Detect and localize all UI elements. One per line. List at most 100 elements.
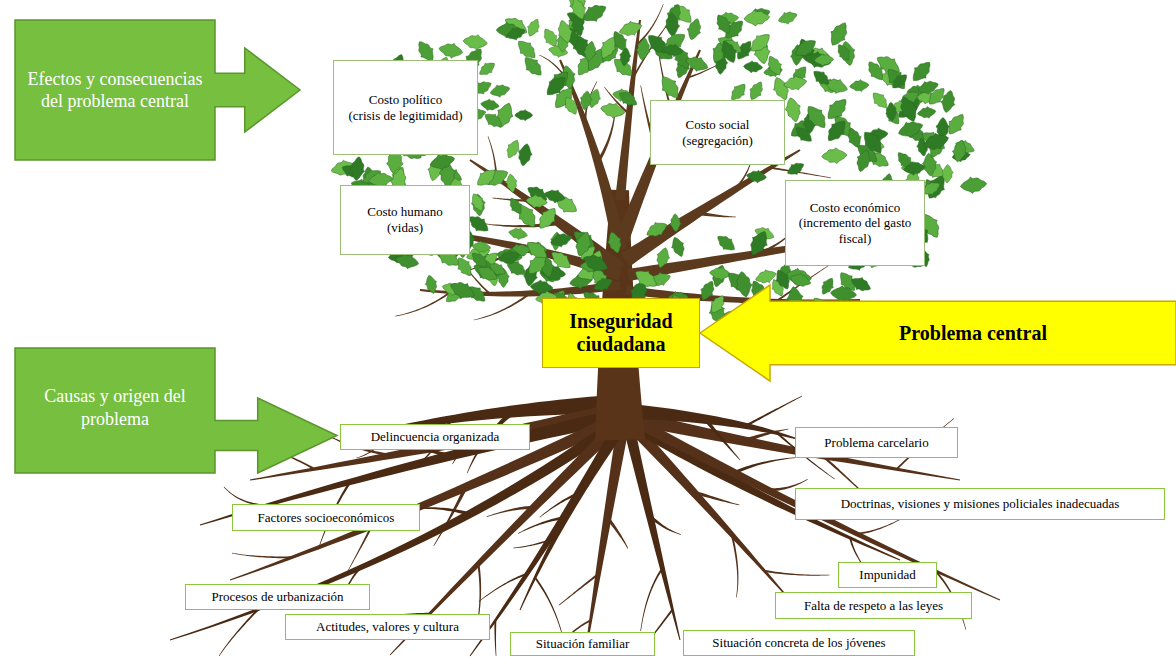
leaf [959,175,987,195]
leaf [497,248,521,266]
leaf [707,292,729,316]
leaf [523,237,551,264]
leaf [950,138,969,163]
leaf [349,156,367,181]
leaf [654,246,672,269]
arrow-outline [15,348,337,473]
cause-box: Procesos de urbanización [185,584,370,610]
leaf [547,247,574,273]
leaf [764,53,786,78]
node-text: Falta de respeto a las leyes [804,598,943,614]
leaf [745,228,772,259]
node-text: Procesos de urbanización [211,589,343,605]
leaf [791,35,819,61]
leaf [423,274,439,295]
leaf [783,74,808,93]
leaf [475,262,501,284]
leaf [505,173,519,193]
leaf [717,38,740,66]
leaf [714,231,739,254]
leaf [814,53,834,67]
leaf [618,47,632,67]
leaf [480,98,500,112]
node-text: (crisis de legitimidad) [348,108,462,124]
root [539,492,580,518]
root [479,573,527,602]
leaf [496,246,523,265]
leaf [823,116,851,146]
root [513,537,555,548]
node-text: Actitudes, valores y cultura [316,619,459,635]
callout-arrow: Problema central [700,285,1176,381]
node-text: Costo económico [810,200,901,216]
leaf [555,18,575,44]
central-problem-box: Inseguridad ciudadana [542,298,700,368]
node-text: Impunidad [859,567,915,583]
leaf [534,204,561,233]
leaf [822,94,851,124]
leaf [578,90,593,111]
callout-arrow: Efectos y consecuencias del problema cen… [15,20,300,160]
leaf [743,60,763,74]
leaf [482,110,506,132]
leaf [864,58,888,84]
leaf [925,84,949,109]
root [219,609,259,656]
leaf [810,67,833,89]
leaf [896,117,925,141]
node-text: Problema carcelario [824,435,928,451]
node-text: Situación concreta de los jóvenes [712,635,885,651]
leaf [524,17,543,39]
leaf [489,82,512,99]
callout-arrow: Causas y origen del problema [15,348,337,473]
leaf [508,226,529,241]
leaf [572,230,595,259]
leaf [882,65,910,94]
leaf [472,240,492,254]
leaf [685,17,705,42]
root [640,568,663,631]
leaf [506,195,525,217]
leaf [921,130,951,154]
leaf [635,37,652,61]
node-text: (incremento del gasto fiscal) [792,215,918,246]
cause-box: Actitudes, valores y cultura [285,614,490,640]
leaf [599,100,626,120]
leaf [834,41,854,63]
cause-box: Falta de respeto a las leyes [775,592,972,619]
leaf [447,277,477,303]
cause-box: Delincuencia organizada [340,424,530,450]
node-text: (segregación) [682,133,753,149]
root [494,620,496,656]
leaf [821,147,847,165]
leaf [520,53,547,80]
leaf [802,101,831,132]
root [856,518,903,535]
leaf [844,125,864,150]
effect-box: Costo económico(incremento del gasto fis… [785,180,925,266]
leaf [783,96,804,123]
leaf [516,142,534,167]
arrow-shape [15,20,300,160]
node-text: Problema central [899,322,1047,345]
node-text: Costo político [369,92,442,108]
leaf [896,94,922,125]
root [649,515,681,535]
arrow-outline [700,285,1176,381]
leaf [734,270,755,298]
root [704,418,741,461]
leaf [596,34,620,62]
leaf [941,164,954,183]
leaf [561,94,581,117]
leaf [885,102,898,121]
leaf [746,29,774,56]
node-text: Costo social [686,117,750,133]
leaf [468,191,487,213]
leaf [476,59,498,79]
cause-box: Impunidad [838,562,937,588]
leaf [849,79,870,93]
leaf [684,53,711,75]
node-text: Factores socioeconómicos [258,510,395,526]
root [487,506,534,517]
